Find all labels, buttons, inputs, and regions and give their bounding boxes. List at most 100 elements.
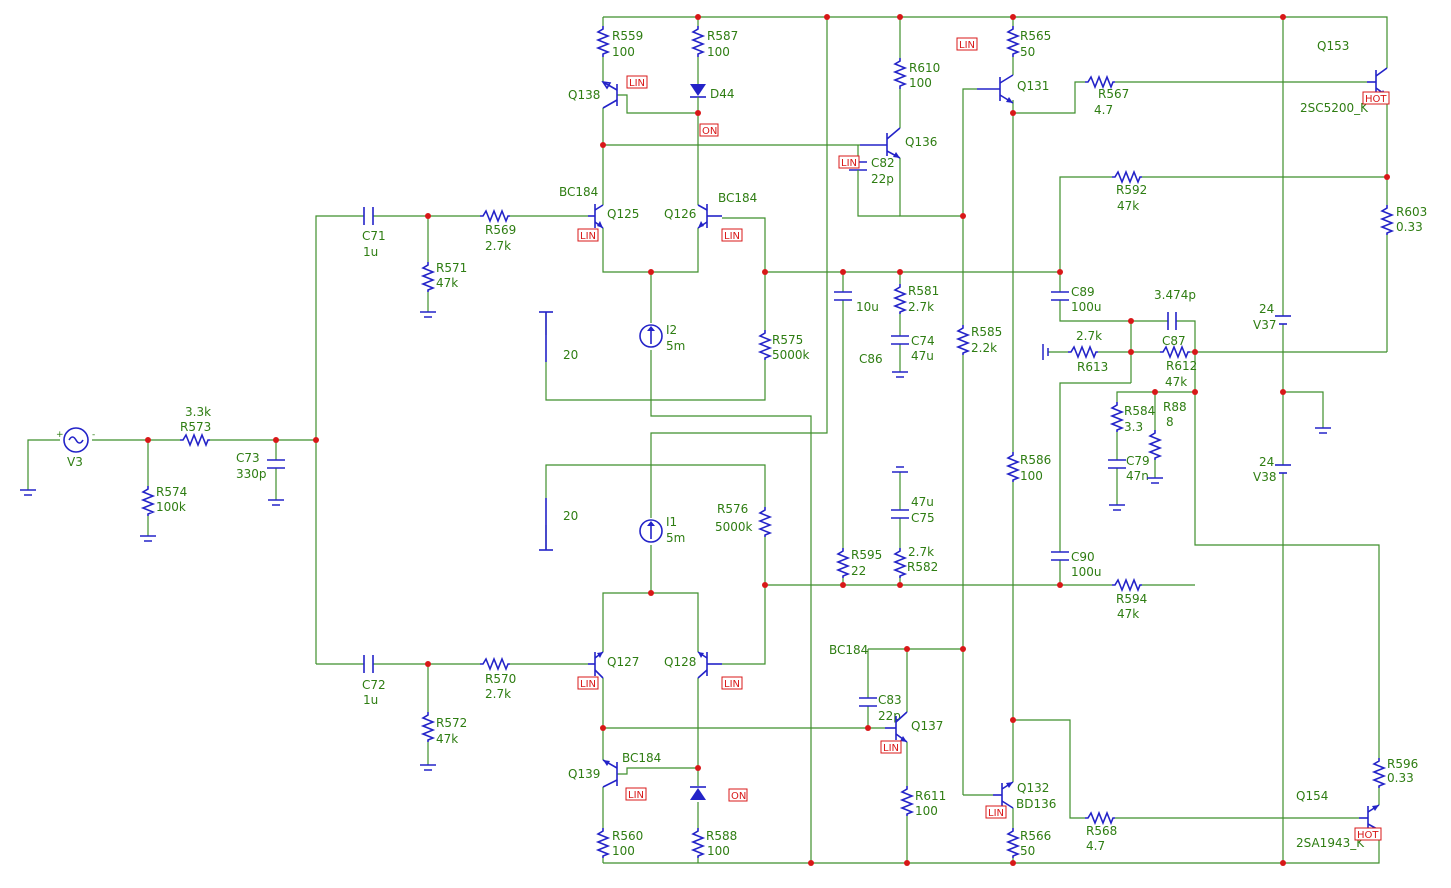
battery-v37[interactable]: 24 V37 — [1253, 302, 1291, 332]
resistor-r596-value: 0.33 — [1387, 771, 1414, 785]
transistor-q128[interactable]: Q128 — [664, 651, 722, 679]
resistor-r594[interactable]: R594 47k — [1112, 577, 1147, 621]
capacitor-c75[interactable]: 47u C75 — [891, 495, 935, 525]
resistor-r566[interactable]: R566 50 — [1005, 828, 1051, 858]
transistor-q153-model: 2SC5200_K — [1300, 101, 1369, 115]
current-source-i1[interactable]: I1 5m — [639, 515, 685, 545]
resistor-r559[interactable]: R559 100 — [595, 26, 643, 59]
capacitor-c82[interactable]: C82 22p — [849, 156, 895, 186]
resistor-r574[interactable]: R574 100k — [140, 485, 187, 516]
resistor-r588[interactable]: R588 100 — [690, 828, 737, 858]
resistor-r565-name: R565 — [1020, 29, 1051, 43]
resistor-r575-name: R575 — [772, 333, 803, 347]
resistor-r568[interactable]: R568 4.7 — [1085, 810, 1117, 853]
resistor-r570[interactable]: R570 2.7k — [480, 656, 516, 701]
resistor-r573-name: R573 — [180, 420, 211, 434]
resistor-r576[interactable]: R576 5000k — [715, 502, 773, 537]
current-source-i2[interactable]: I2 5m — [639, 323, 685, 353]
resistor-r582[interactable]: 2.7k R582 — [892, 545, 938, 578]
resistor-r560[interactable]: R560 100 — [595, 828, 643, 858]
resistor-r566-symbol — [1005, 828, 1021, 858]
resistor-r581-symbol — [892, 284, 908, 314]
transistor-q127-name: Q127 — [607, 655, 639, 669]
resistor-r596[interactable]: R596 0.33 — [1371, 757, 1418, 788]
capacitor-c79[interactable]: C79 47n — [1108, 454, 1150, 483]
resistor-r585-name: R585 — [971, 325, 1002, 339]
resistor-r585-symbol — [955, 325, 971, 355]
resistor-r574-name: R574 — [156, 485, 187, 499]
resistor-r571[interactable]: R571 47k — [420, 261, 467, 292]
current-source-i1-value: 5m — [666, 531, 685, 545]
battery-top[interactable]: 20 — [539, 311, 578, 362]
capacitor-c87[interactable]: 3.474p C87 — [1154, 288, 1196, 348]
resistor-r586[interactable]: R586 100 — [1005, 452, 1051, 483]
resistor-r576-symbol — [757, 507, 773, 537]
resistor-r581[interactable]: R581 2.7k — [892, 284, 939, 314]
transistor-q137[interactable]: BC184 Q137 — [829, 643, 943, 743]
capacitor-c90[interactable]: C90 100u — [1051, 550, 1102, 579]
ground-icon — [892, 371, 908, 378]
resistor-r572-name: R572 — [436, 716, 467, 730]
svg-text:+: + — [56, 430, 64, 440]
resistor-r572[interactable]: R572 47k — [420, 712, 467, 746]
capacitor-c71[interactable]: C71 1u — [362, 207, 386, 259]
svg-text:LIN: LIN — [988, 808, 1004, 819]
svg-text:LIN: LIN — [959, 40, 975, 51]
resistor-r592[interactable]: R592 47k — [1112, 169, 1147, 213]
capacitor-c89[interactable]: C89 100u — [1051, 285, 1102, 314]
resistor-r613-value: 2.7k — [1076, 329, 1102, 343]
resistor-r573[interactable]: 3.3k R573 — [180, 405, 211, 448]
capacitor-c73[interactable]: C73 330p — [236, 451, 285, 481]
resistor-r611-symbol — [899, 786, 915, 816]
tag-hot: HOT — [1362, 91, 1390, 105]
battery-v38[interactable]: 24 V38 — [1253, 455, 1291, 484]
resistor-r592-name: R592 — [1116, 183, 1147, 197]
resistor-r594-symbol — [1112, 577, 1142, 593]
resistor-r584-symbol — [1109, 402, 1125, 432]
resistor-r565[interactable]: R565 50 — [1005, 26, 1051, 59]
current-source-i2-name: I2 — [666, 323, 677, 337]
transistor-q126[interactable]: BC184 Q126 — [664, 191, 757, 229]
resistor-r595-name: R595 — [851, 548, 882, 562]
resistor-r612[interactable]: R612 47k — [1160, 344, 1197, 389]
resistor-r603[interactable]: R603 0.33 — [1379, 205, 1427, 235]
transistor-q154[interactable]: Q154 2SA1943_K — [1296, 789, 1380, 850]
ground-icon — [1315, 427, 1331, 434]
resistor-r611[interactable]: R611 100 — [899, 786, 946, 818]
capacitor-c83-value: 22p — [878, 709, 901, 723]
resistor-r569[interactable]: R569 2.7k — [480, 208, 516, 253]
transistor-q136[interactable]: Q136 — [860, 127, 937, 159]
diode-lower[interactable] — [690, 786, 706, 800]
transistor-q153-name: Q153 — [1317, 39, 1349, 53]
capacitor-c86[interactable]: 10u C86 — [834, 291, 883, 366]
tag-lin: LIN — [985, 805, 1007, 819]
state-tags: LIN ON LIN HOT LIN LIN LIN LIN LIN LIN L… — [577, 37, 1390, 841]
capacitor-c74[interactable]: C74 47u — [891, 334, 935, 363]
transistor-q131[interactable]: Q131 — [977, 74, 1049, 104]
resistor-r595[interactable]: R595 22 — [835, 548, 882, 578]
resistor-r570-name: R570 — [485, 672, 516, 686]
resistor-r584[interactable]: R584 3.3 — [1109, 402, 1155, 434]
resistor-r610[interactable]: R610 100 — [892, 58, 940, 90]
resistor-r587[interactable]: R587 100 — [690, 26, 738, 59]
svg-text:HOT: HOT — [1357, 830, 1379, 841]
resistor-r567[interactable]: R567 4.7 — [1085, 74, 1129, 117]
transistor-q127[interactable]: Q127 — [588, 651, 639, 679]
battery-bottom[interactable]: 20 — [539, 498, 578, 551]
capacitor-c72[interactable]: C72 1u — [362, 655, 386, 707]
resistor-r569-value: 2.7k — [485, 239, 511, 253]
capacitor-c73-value: 330p — [236, 467, 267, 481]
resistor-r88[interactable]: R88 8 — [1147, 400, 1187, 460]
resistor-r613[interactable]: 2.7k R613 — [1068, 329, 1108, 374]
transistor-q139[interactable]: BC184 Q139 — [568, 751, 661, 788]
resistor-r575[interactable]: R575 5000k — [757, 330, 810, 362]
capacitor-c83[interactable]: C83 22p — [859, 693, 902, 723]
signal-source-v3[interactable]: + - V3 — [56, 427, 95, 469]
resistor-r585[interactable]: R585 2.2k — [955, 325, 1002, 355]
transistor-q138[interactable]: Q138 — [568, 80, 618, 109]
diode-d44[interactable]: D44 — [690, 82, 735, 101]
capacitor-c79-value: 47n — [1126, 469, 1149, 483]
transistor-q125[interactable]: BC184 Q125 — [559, 185, 639, 229]
tag-lin: LIN — [577, 228, 599, 242]
transistor-q132[interactable]: Q132 BD136 — [993, 781, 1056, 811]
